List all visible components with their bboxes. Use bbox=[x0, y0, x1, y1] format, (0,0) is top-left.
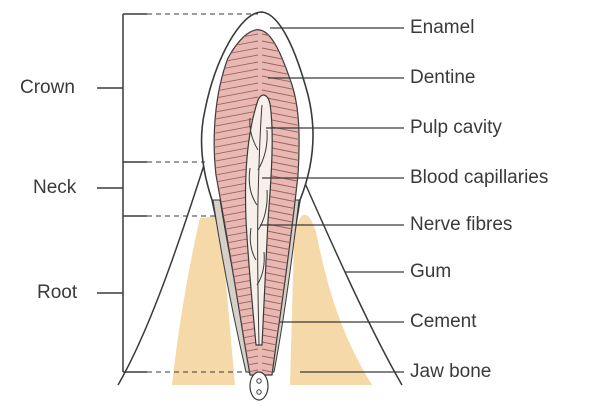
label-gum: Gum bbox=[410, 261, 451, 283]
label-root: Root bbox=[37, 282, 77, 304]
label-dentine: Dentine bbox=[410, 67, 476, 89]
label-enamel: Enamel bbox=[410, 17, 474, 39]
label-crown: Crown bbox=[20, 77, 75, 99]
label-nerve-fibres: Nerve fibres bbox=[410, 214, 512, 236]
region-bracket bbox=[97, 14, 147, 372]
label-pulp-cavity: Pulp cavity bbox=[410, 117, 502, 139]
apical-foramen bbox=[250, 372, 268, 400]
label-jaw-bone: Jaw bone bbox=[410, 361, 491, 383]
label-neck: Neck bbox=[33, 177, 76, 199]
label-blood-capillaries: Blood capillaries bbox=[410, 167, 548, 189]
label-cement: Cement bbox=[410, 311, 477, 333]
